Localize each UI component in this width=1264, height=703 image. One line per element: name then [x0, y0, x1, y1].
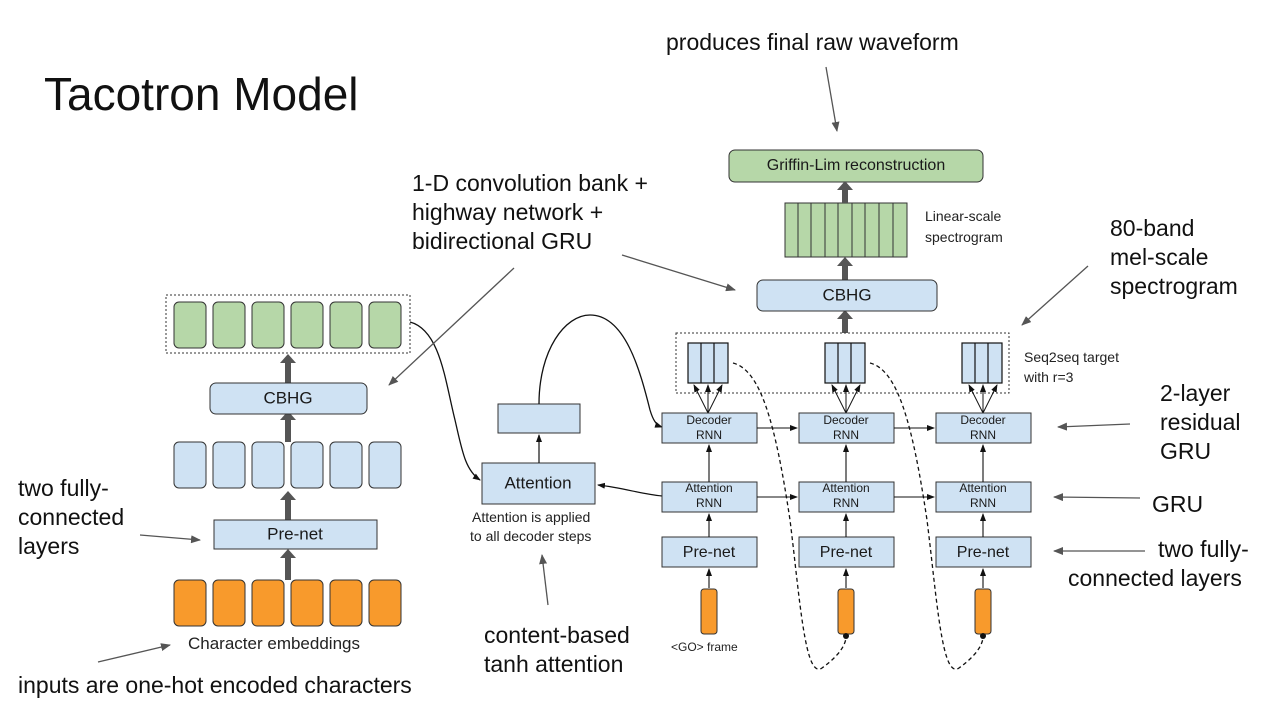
encoder-output-cells [173, 301, 402, 349]
arrow-mel [1021, 265, 1089, 326]
arrow-gru [1053, 493, 1141, 502]
annotation-gru: GRU [1152, 491, 1203, 517]
arrow-content-attention [539, 554, 549, 606]
annotation-fc-left-1: two fully- [18, 475, 109, 501]
recurrent-arrows [757, 425, 935, 500]
attention-label: Attention [504, 473, 571, 492]
page-title: Tacotron Model [44, 68, 359, 120]
arrow-conv-bank-decoder [621, 254, 736, 292]
encoder: CBHG Pre-net Character embeddings [165, 294, 411, 653]
svg-text:Decoder: Decoder [686, 413, 731, 427]
svg-text:Pre-net: Pre-net [820, 544, 873, 561]
go-frame-label: <GO> frame [671, 640, 738, 654]
decoder-fat-arrows [837, 181, 853, 333]
encoder-fat-arrows [280, 354, 296, 580]
arrow-conv-bank-encoder [388, 267, 515, 386]
svg-text:Attention: Attention [685, 481, 732, 495]
attention-note-line1: Attention is applied [472, 509, 590, 525]
svg-text:RNN: RNN [970, 428, 996, 442]
annotation-conv-bank-3: bidirectional GRU [412, 228, 592, 254]
encoder-cbhg-label: CBHG [263, 388, 312, 407]
annotation-residual-1: 2-layer [1160, 380, 1231, 406]
seq2seq-label-line2: with r=3 [1023, 369, 1074, 385]
annotation-conv-bank-1: 1-D convolution bank + [412, 170, 648, 196]
decoder-cbhg-box [756, 279, 938, 312]
annotation-mel-1: 80-band [1110, 215, 1194, 241]
seq2seq-target-frame [675, 332, 1010, 394]
encoder-prenet-label: Pre-net [267, 524, 323, 543]
encoder-middle-cells [173, 441, 402, 489]
seq2seq-label-line1: Seq2seq target [1024, 349, 1119, 365]
decoder-input-frames [700, 588, 992, 635]
annotation-residual-2: residual [1160, 409, 1241, 435]
svg-text:RNN: RNN [833, 496, 859, 510]
context-to-decoder-curve [538, 314, 663, 428]
svg-text:RNN: RNN [833, 428, 859, 442]
svg-text:Pre-net: Pre-net [957, 544, 1010, 561]
svg-text:Attention: Attention [822, 481, 869, 495]
svg-text:RNN: RNN [970, 496, 996, 510]
annotation-mel-2: mel-scale [1110, 244, 1208, 270]
character-embeddings-label: Character embeddings [188, 634, 360, 653]
attention-box [481, 462, 596, 505]
arrow-residual-gru [1057, 422, 1131, 431]
arrow-inputs [97, 643, 171, 663]
svg-text:RNN: RNN [696, 496, 722, 510]
annotation-fc-left-2: connected [18, 504, 124, 530]
linear-label-line1: Linear-scale [925, 208, 1001, 224]
linear-label-line2: spectrogram [925, 229, 1003, 245]
arrow-fc-left [139, 534, 201, 544]
feedback-curve-2 [869, 362, 984, 670]
attention-rnn-boxes [661, 481, 1032, 513]
annotation-residual-3: GRU [1160, 438, 1211, 464]
annotation-fc-left-3: layers [18, 533, 79, 559]
attention-note-line2: to all decoder steps [470, 528, 591, 544]
svg-text:Pre-net: Pre-net [683, 544, 736, 561]
annotation-mel-3: spectrogram [1110, 273, 1238, 299]
input-dots [843, 633, 986, 639]
annotation-fc-right-2: connected layers [1068, 565, 1242, 591]
svg-text:Decoder: Decoder [960, 413, 1005, 427]
encoder-prenet-box [213, 519, 378, 550]
seq2seq-frames [687, 342, 1003, 384]
svg-text:Decoder: Decoder [823, 413, 868, 427]
decoder-cbhg-label: CBHG [822, 285, 871, 304]
encoder-output-frame [165, 294, 411, 354]
annotation-final-waveform: produces final raw waveform [666, 29, 959, 55]
decoder-rnn-boxes [661, 412, 1032, 444]
encoder-to-attention-arrow [409, 321, 481, 481]
annotation-inputs: inputs are one-hot encoded characters [18, 672, 412, 698]
annotation-conv-bank-2: highway network + [412, 199, 603, 225]
decoder-prenet-boxes [661, 536, 1032, 568]
decoder-fan-arrows [693, 384, 998, 414]
svg-text:RNN: RNN [696, 428, 722, 442]
griffin-lim-box [728, 149, 984, 183]
annotation-content-attention-2: tanh attention [484, 651, 623, 677]
decoder-rnn-labels: Decoder RNN Decoder RNN Decoder RNN [686, 413, 1005, 442]
encoder-cbhg-box [209, 382, 368, 415]
character-embedding-cells [173, 579, 402, 627]
decoder-prenet-labels: Pre-net Pre-net Pre-net [683, 544, 1010, 561]
annotation-content-attention-1: content-based [484, 622, 630, 648]
context-vector-box [497, 403, 581, 434]
arrow-final-waveform [825, 66, 840, 132]
feedback-curve-1 [732, 362, 847, 670]
annotation-fc-right-1: two fully- [1158, 536, 1249, 562]
attention-rnn-to-attention-arrow [597, 482, 663, 497]
vertical-arrows [706, 444, 986, 588]
svg-text:Attention: Attention [959, 481, 1006, 495]
attention-rnn-labels: Attention RNN Attention RNN Attention RN… [685, 481, 1006, 510]
griffin-lim-label: Griffin-Lim reconstruction [767, 157, 945, 174]
linear-spectrogram [784, 202, 908, 258]
